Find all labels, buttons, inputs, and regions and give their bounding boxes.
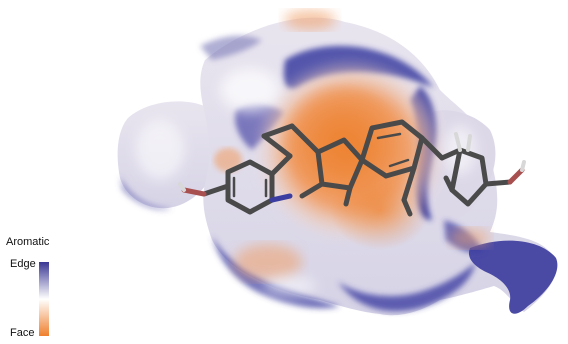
- core-five-ring: [315, 137, 365, 191]
- legend-color-bar: [39, 262, 49, 336]
- legend-title: Aromatic: [6, 236, 50, 248]
- ligand-sticks: [178, 119, 526, 217]
- color-legend: Aromatic Edge Face: [0, 0, 80, 339]
- pyrrolidine-ring: [449, 147, 489, 207]
- legend-low-label: Face: [10, 327, 35, 339]
- surface-highlights: [136, 68, 476, 296]
- legend-high-label: Edge: [10, 258, 36, 270]
